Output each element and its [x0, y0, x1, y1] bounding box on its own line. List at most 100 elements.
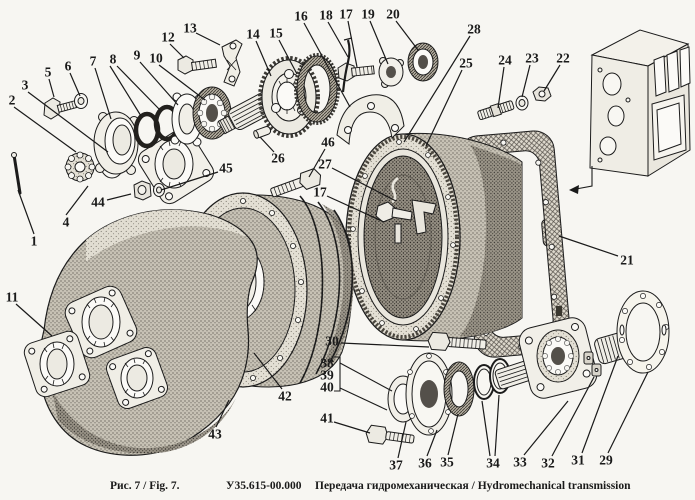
callout-number-36: 36 [418, 456, 432, 471]
part-bolt-30 [427, 331, 487, 351]
callout-leader-21 [558, 235, 619, 257]
part-castellated-hub-2 [64, 151, 96, 183]
callout-number-25: 25 [459, 56, 473, 71]
callout-number-10: 10 [149, 51, 163, 66]
part-flange-plate-36 [405, 352, 453, 436]
part-pin-26 [253, 126, 272, 139]
callout-leader-28 [403, 35, 471, 143]
part-flange-19 [378, 57, 404, 88]
part-bell-housing [345, 132, 523, 342]
callout-leader-36 [426, 429, 438, 457]
caption-drawing-code: У35.615-00.000 [226, 480, 302, 492]
part-nut-44 [133, 180, 152, 201]
callout-leader-17 [326, 195, 385, 223]
callout-number-9: 9 [134, 48, 141, 63]
part-bolt-46 [270, 168, 322, 198]
callout-number-37: 37 [389, 458, 403, 473]
callout-leader-37 [397, 421, 407, 459]
callout-leader-30 [340, 342, 430, 348]
callout-number-11: 11 [6, 290, 19, 305]
callout-number-16: 16 [294, 9, 308, 24]
callout-leader-25 [425, 69, 463, 147]
callout-number-40: 40 [320, 380, 334, 395]
callout-number-30: 30 [325, 334, 339, 349]
callout-leader-5 [48, 78, 55, 98]
callout-number-2: 2 [9, 93, 16, 108]
callout-leader-34 [494, 394, 500, 457]
part-seal-cup-7 [93, 111, 139, 175]
part-lock-pin-18 [341, 37, 353, 93]
callout-leader-6 [69, 72, 81, 97]
callout-leader-46 [308, 148, 326, 178]
callout-number-21: 21 [620, 253, 634, 268]
part-bearing-35 [443, 361, 475, 417]
part-bracket-13 [221, 39, 243, 87]
callout-number-23: 23 [525, 51, 539, 66]
part-nut-22 [532, 86, 552, 102]
callout-number-31: 31 [571, 453, 585, 468]
callout-number-45: 45 [219, 161, 233, 176]
callout-leader-17 [347, 20, 358, 68]
part-keys-32 [583, 351, 602, 377]
callout-number-41: 41 [320, 411, 334, 426]
callout-leader-15 [278, 39, 298, 75]
callout-leader-20 [395, 20, 419, 51]
callout-number-12: 12 [161, 30, 175, 45]
callout-number-20: 20 [386, 7, 400, 22]
bell-housing-internal-bolt [375, 176, 437, 244]
callout-leader-3 [27, 91, 109, 153]
part-washer-6 [74, 93, 88, 109]
callout-leader-1 [17, 189, 35, 235]
callout-leader-44 [106, 193, 132, 201]
callout-number-28: 28 [467, 22, 481, 37]
callout-leader-31 [581, 355, 619, 454]
part-bearing-plate-33 [518, 306, 598, 399]
part-gasket-29 [616, 290, 670, 374]
callout-leader-4 [65, 185, 89, 216]
callout-leader-42 [253, 352, 283, 390]
callout-leader-26 [259, 136, 275, 153]
part-bolt-12 [177, 55, 217, 75]
caption-figure-label: Рис. 7 / Fig. 7. [110, 480, 180, 492]
callout-number-5: 5 [45, 65, 52, 80]
callout-number-24: 24 [498, 53, 512, 68]
part-washer-23 [515, 95, 529, 111]
callout-leader-33 [523, 400, 569, 456]
part-bolt-41 [365, 424, 415, 445]
part-bearing-20 [407, 42, 439, 82]
callout-number-38: 38 [320, 356, 334, 371]
callout-number-34: 34 [486, 456, 500, 471]
caption-title: Передача гидромеханическая / Hydromechan… [315, 480, 631, 492]
part-casting-housing-11 [23, 209, 258, 456]
callout-leader-2 [13, 106, 77, 153]
callout-number-18: 18 [319, 8, 333, 23]
callout-bracket-38-40 [334, 356, 393, 411]
callout-leader-8 [116, 65, 161, 111]
callout-leader-41 [333, 421, 371, 434]
callout-leader-29 [607, 371, 649, 454]
callout-leader-18 [327, 21, 349, 58]
callout-number-14: 14 [246, 27, 260, 42]
callout-leader-22 [543, 64, 561, 92]
callout-number-6: 6 [65, 59, 72, 74]
callout-number-33: 33 [513, 455, 527, 470]
callout-number-32: 32 [541, 456, 555, 471]
part-ring-gear-16 [294, 53, 340, 125]
callout-number-17: 17 [313, 185, 327, 200]
callout-leader-7 [94, 67, 112, 120]
callout-number-7: 7 [90, 54, 97, 69]
callout-number-29: 29 [599, 453, 613, 468]
callout-number-17: 17 [339, 7, 353, 22]
callout-leader-16 [303, 22, 351, 108]
callout-leader-45 [160, 171, 219, 191]
callout-number-39: 39 [320, 368, 334, 383]
callout-leader-23 [521, 64, 531, 98]
callout-number-27: 27 [318, 157, 332, 172]
callout-leader-10 [158, 64, 206, 101]
callout-leader-43 [215, 399, 230, 428]
callout-number-22: 22 [556, 51, 570, 66]
callout-leader-13 [195, 32, 221, 46]
callout-leader-11 [15, 303, 53, 337]
